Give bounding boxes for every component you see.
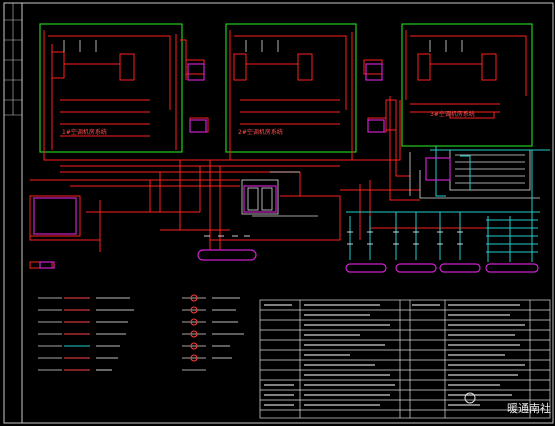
- equipment-units: [33, 63, 539, 273]
- drawing-frame: [3, 2, 554, 424]
- zone-box-3: [401, 23, 533, 147]
- instrument-lines: [38, 40, 540, 371]
- legend-symbols: [64, 294, 198, 371]
- zone-label-3: 3#空调机房系统: [430, 111, 475, 118]
- legend-text-marks: [96, 297, 244, 371]
- cyan-piping: [346, 146, 550, 262]
- manifold-2: [395, 263, 437, 273]
- pump-2: [367, 119, 385, 133]
- storage-unit: [243, 185, 277, 213]
- zone-label-2: 2#空调机房系统: [238, 129, 283, 136]
- chiller-1: [187, 63, 205, 81]
- watermark-logo-icon: [464, 392, 476, 404]
- pump-1: [189, 119, 207, 133]
- table-text-marks: [264, 304, 525, 406]
- supply-piping: [29, 30, 527, 269]
- manifold-main: [197, 249, 257, 261]
- zone-boxes: [39, 23, 533, 153]
- left-margin-ticks: [4, 3, 22, 116]
- zone-label-1: 1#空调机房系统: [62, 129, 107, 136]
- manifold-1: [345, 263, 387, 273]
- controller-unit: [425, 157, 451, 181]
- valve-marks: [204, 231, 463, 245]
- title-block: [259, 299, 551, 419]
- manifold-3: [439, 263, 481, 273]
- chiller-2: [365, 63, 383, 81]
- zone-box-2: [225, 23, 357, 153]
- watermark-text: 暖通南社: [507, 402, 551, 415]
- ahu-unit: [33, 197, 77, 235]
- zone-box-1: [39, 23, 183, 153]
- manifold-4: [485, 263, 539, 273]
